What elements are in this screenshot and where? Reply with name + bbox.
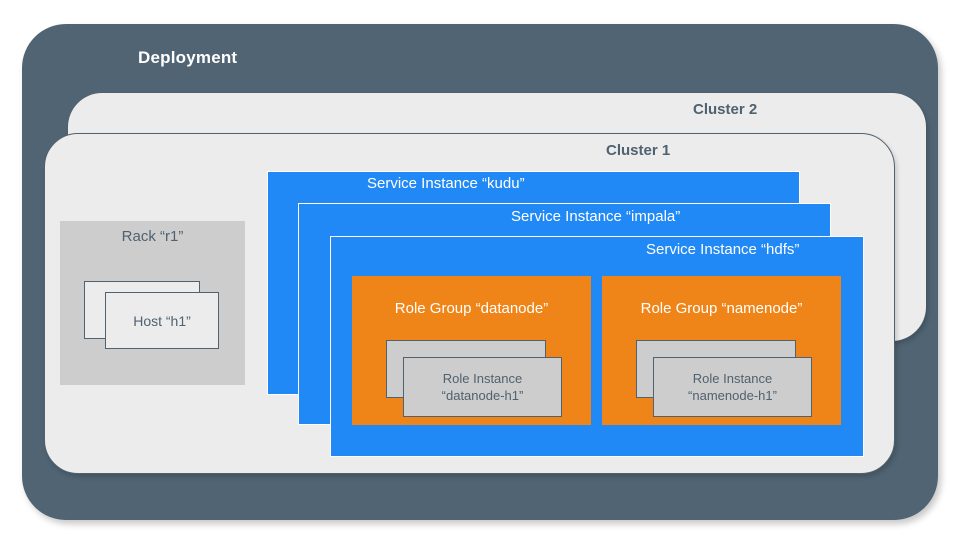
cluster-2-label: Cluster 2 [693, 101, 758, 118]
service-instance-impala-label: Service Instance “impala” [511, 208, 681, 225]
role-instance-namenode-line1: Role Instance [692, 371, 773, 386]
role-instance-datanode-front: Role Instance “datanode-h1” [403, 357, 562, 417]
cluster-1-label: Cluster 1 [606, 142, 671, 159]
rack-label: Rack “r1” [121, 228, 184, 245]
role-instance-namenode-line2: “namenode-h1” [688, 388, 777, 403]
role-instance-namenode-front: Role Instance “namenode-h1” [653, 357, 812, 417]
role-instance-datanode-line1: Role Instance [442, 371, 523, 386]
service-instance-kudu-label: Service Instance “kudu” [367, 175, 525, 192]
role-instance-datanode-line2: “datanode-h1” [441, 388, 524, 403]
role-group-namenode-label: Role Group “namenode” [640, 300, 803, 317]
deployment-label: Deployment [138, 48, 238, 67]
host-box-front: Host “h1” [105, 292, 219, 349]
role-group-datanode-label: Role Group “datanode” [394, 300, 549, 317]
service-instance-hdfs-label: Service Instance “hdfs” [646, 241, 800, 258]
